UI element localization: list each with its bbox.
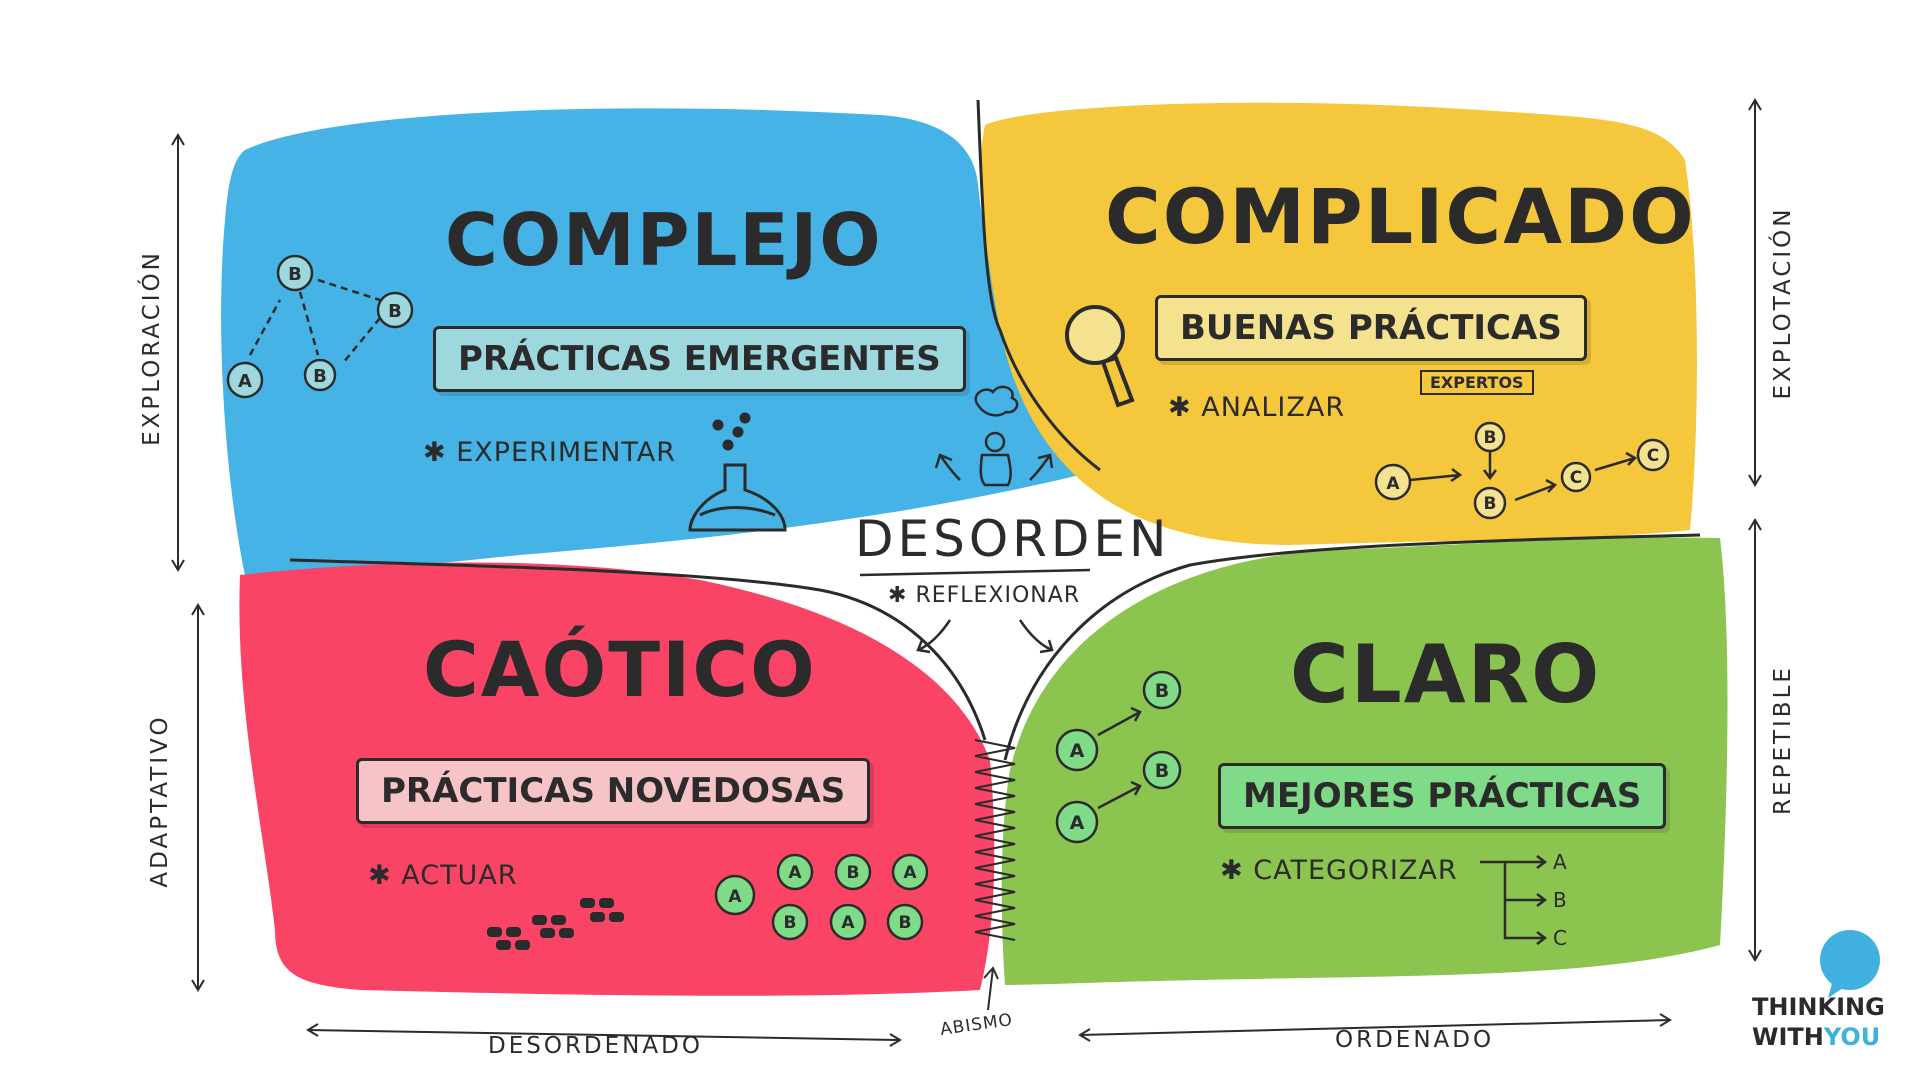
node-label: C <box>1647 446 1659 466</box>
tree-label: A <box>1553 850 1567 874</box>
node-label: A <box>1070 812 1085 834</box>
divider-vertical-top <box>976 99 1101 472</box>
node-label: C <box>1570 468 1582 488</box>
expertos-tag: EXPERTOS <box>1420 370 1534 395</box>
node-label: B <box>784 913 797 933</box>
action-text: EXPERIMENTAR <box>456 437 677 468</box>
complejo-network-icon <box>226 254 414 399</box>
magnifier-icon <box>1065 305 1135 408</box>
caotico-bricks-icon <box>487 898 624 950</box>
divider-horizontal-left <box>289 558 987 741</box>
axis-explotacion: EXPLOTACIÓN <box>1770 206 1796 400</box>
claro-quadrant <box>1001 537 1728 985</box>
node-label: B <box>313 366 327 387</box>
logo-text: THINKING WITHYOU <box>1752 992 1885 1052</box>
claro-tree-icon <box>1480 855 1548 945</box>
caotico-nodes-icon <box>714 853 929 941</box>
complejo-node-labels: A B B B <box>238 264 402 392</box>
asterisk-icon: ✱ <box>423 437 457 468</box>
node-label: A <box>1386 474 1400 494</box>
axis-ordenado: ORDENADO <box>1335 1027 1495 1053</box>
node-label: A <box>903 863 917 883</box>
center-figure <box>859 385 1091 654</box>
asterisk-icon: ✱ <box>1220 855 1254 886</box>
logo-with: WITH <box>1752 1023 1824 1051</box>
caotico-action: ✱ ACTUAR <box>368 860 518 891</box>
claro-node-labels: A B A B <box>1070 680 1170 834</box>
divider-horizontal-right <box>1003 533 1701 761</box>
node-label: A <box>841 913 855 933</box>
axis-desordenado: DESORDENADO <box>488 1033 703 1059</box>
asterisk-icon: ✱ <box>1168 392 1202 423</box>
complejo-practice-label: PRÁCTICAS EMERGENTES <box>433 326 966 392</box>
complejo-action: ✱ EXPERIMENTAR <box>423 437 676 468</box>
action-text: REFLEXIONAR <box>915 583 1081 608</box>
caotico-title: CAÓTICO <box>423 625 817 714</box>
claro-pairs-icon <box>1055 670 1182 844</box>
node-label: B <box>1484 428 1497 448</box>
claro-title: CLARO <box>1290 628 1602 721</box>
axis-adaptativo: ADAPTATIVO <box>147 714 173 888</box>
flask-icon <box>688 412 787 532</box>
complicado-node-labels: A B B C C <box>1386 428 1659 514</box>
caotico-practice-label: PRÁCTICAS NOVEDOSAS <box>356 758 871 824</box>
node-label: B <box>1155 760 1169 782</box>
logo-bubble-icon <box>1820 930 1880 998</box>
action-text: CATEGORIZAR <box>1253 855 1458 886</box>
complejo-title: COMPLEJO <box>445 198 883 282</box>
node-label: A <box>1070 740 1085 762</box>
node-label: B <box>1155 680 1169 702</box>
node-label: A <box>728 887 742 907</box>
asterisk-icon: ✱ <box>888 583 916 608</box>
axis-exploracion: EXPLORACIÓN <box>139 250 165 446</box>
claro-action: ✱ CATEGORIZAR <box>1220 855 1458 886</box>
node-label: B <box>1484 494 1497 514</box>
complicado-practice-label: BUENAS PRÁCTICAS <box>1155 295 1587 361</box>
asterisk-icon: ✱ <box>368 860 402 891</box>
desorden-action: ✱ REFLEXIONAR <box>888 583 1080 608</box>
node-label: A <box>238 371 252 392</box>
action-text: ANALIZAR <box>1201 392 1346 423</box>
caotico-node-labels: A A B A B A B <box>728 863 917 933</box>
abyss-scribble <box>974 739 1016 941</box>
node-label: B <box>288 264 302 285</box>
node-label: B <box>899 913 912 933</box>
complicado-title: COMPLICADO <box>1105 172 1696 261</box>
claro-tree-labels: A B C <box>1553 850 1567 950</box>
logo-line-2: WITHYOU <box>1752 1022 1885 1052</box>
action-text: ACTUAR <box>401 860 518 891</box>
complicado-action: ✱ ANALIZAR <box>1168 392 1345 423</box>
desorden-title: DESORDEN <box>855 510 1171 568</box>
node-label: B <box>847 863 860 883</box>
node-label: A <box>788 863 802 883</box>
node-label: B <box>388 301 402 322</box>
logo-line-1: THINKING <box>1752 993 1885 1021</box>
tree-label: C <box>1553 926 1567 950</box>
complicado-chain-icon <box>1374 421 1670 520</box>
axis-repetible: REPETIBLE <box>1770 665 1796 815</box>
logo-you: YOU <box>1823 1023 1881 1051</box>
tree-label: B <box>1553 888 1567 912</box>
axis-arrows <box>171 98 1762 1047</box>
claro-practice-label: MEJORES PRÁCTICAS <box>1218 763 1667 829</box>
